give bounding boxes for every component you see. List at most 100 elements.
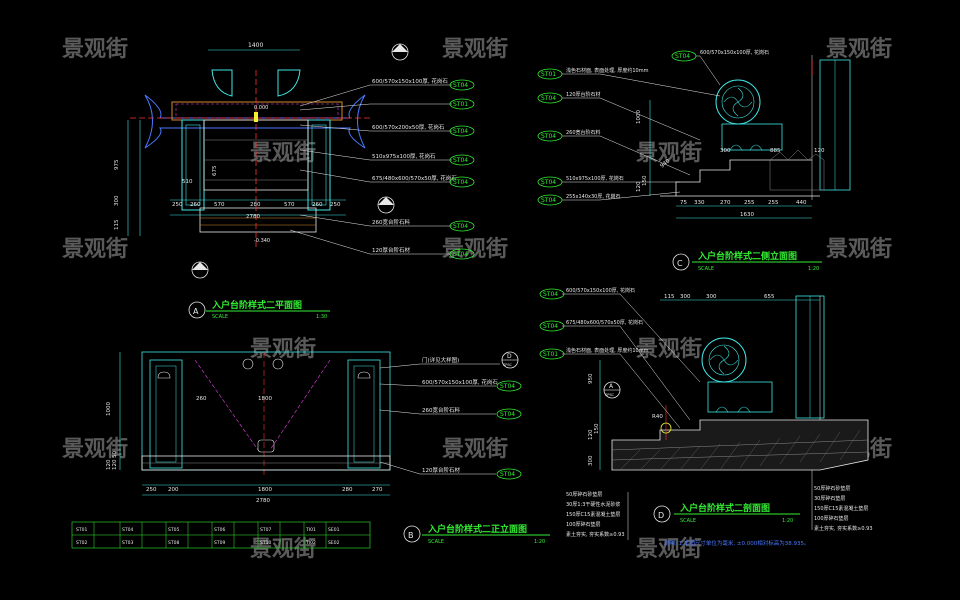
dim-b-top2: 1800 [258, 396, 272, 402]
material-tag: ST04 [453, 128, 468, 135]
watermark: 景观街 [636, 536, 702, 562]
scale-value: 1:20 [782, 518, 793, 524]
view-title: 入户台阶样式二侧立面图 [697, 250, 797, 262]
layer-label: 30厚碎石垫层 [814, 495, 845, 502]
view-title-b: B 入户台阶样式二正立面图 SCALE 1:20 [403, 523, 550, 545]
callout-text: 675/480x600/570x50厚, 花岗石 [372, 174, 457, 182]
view-d-section: 115 300 300 655 950 120 150 300 R40 A SP… [539, 287, 873, 547]
dim-b-h1: 1000 [106, 402, 112, 416]
watermark: 景观街 [442, 36, 508, 62]
section-marker-a-ref[interactable]: A SPSC [603, 381, 621, 399]
watermark: 景观街 [62, 236, 128, 262]
callout-text: 120厚台阶石材 [422, 466, 460, 474]
section-marker-d-ref[interactable]: D SPSC [501, 351, 519, 369]
material-tag: ST04 [500, 411, 515, 418]
callout-text: 浅色石材面, 表面处理, 厚度约10mm [566, 347, 649, 354]
watermark: 景观街 [826, 36, 892, 62]
elevation-a-1: -0.340 [254, 238, 270, 244]
legend-cell: ST04 [122, 527, 133, 533]
dim-b-d5: 270 [372, 487, 383, 493]
scale-word: SCALE [680, 518, 696, 524]
scale-word: SCALE [698, 266, 714, 272]
dim-d-h1: 950 [588, 373, 594, 384]
dim-d-h4: 300 [588, 455, 594, 466]
legend-cell: ST01 [76, 527, 87, 533]
material-tag: ST04 [453, 82, 468, 89]
dim-a-v3: 115 [114, 219, 120, 230]
callout-text: 260宽台阶石料 [422, 406, 460, 414]
callout-text: 浅色石材面, 表面处理, 厚度约10mm [566, 67, 649, 74]
scale-value: 1:30 [316, 314, 327, 320]
material-tag: ST04 [500, 471, 515, 478]
callout-text: 120厚台阶石材 [372, 246, 410, 254]
material-tag: ST01 [543, 351, 558, 358]
watermark: 景观街 [250, 336, 316, 362]
scale-word: SCALE [428, 539, 444, 545]
view-letter: A [193, 307, 199, 316]
view-c-side-elevation: 75 330 270 255 255 440 1630 1000 120 150… [537, 49, 851, 272]
view-letter: B [408, 531, 414, 540]
layer-label: 100厚碎石垫层 [566, 521, 601, 528]
watermark: 景观街 [250, 536, 316, 562]
legend-cell: ST08 [168, 540, 179, 546]
dim-a-v5: 675 [212, 165, 218, 176]
dim-b-h2: 120 [106, 459, 112, 470]
layer-label: 50厚碎石砂垫层 [814, 485, 850, 492]
dim-a-v4: 510 [182, 179, 193, 185]
watermark: 景观街 [442, 436, 508, 462]
callout-text: 255x140x30厚, 花岗石 [566, 193, 621, 200]
watermark: 景观街 [442, 236, 508, 262]
dim-d-h3: 150 [594, 423, 600, 434]
scale-word: SCALE [212, 314, 228, 320]
view-a-plan: 1400 250 260 570 280 570 260 250 2780 97… [114, 42, 475, 320]
dim-c-h3: 150 [642, 175, 648, 186]
callout-text: 600/570x150x100厚, 花岗石 [566, 287, 635, 294]
material-tag: ST04 [541, 95, 556, 102]
dim-b-h3: 120 [112, 459, 118, 470]
dim-c-w2: 885 [770, 148, 781, 154]
callout-text: 510x975x100厚, 花岗石 [372, 152, 436, 160]
view-letter: D [658, 511, 664, 520]
view-title: 入户台阶样式二剖面图 [679, 502, 770, 514]
dim-a-b1: 250 [172, 202, 183, 208]
dim-a-b4: 280 [250, 202, 261, 208]
dim-c-d3: 270 [720, 200, 731, 206]
view-title-d: D 入户台阶样式二剖面图 SCALE 1:20 [653, 502, 800, 524]
dim-d-d1: 115 [664, 294, 675, 300]
callout-text: 600/570x150x100厚, 花岗石 [700, 49, 769, 56]
view-letter: C [677, 259, 683, 268]
dim-a-v2: 300 [114, 195, 120, 206]
view-title-c: C 入户台阶样式二侧立面图 SCALE 1:20 [672, 250, 822, 272]
layer-label: 150厚C15素混凝土垫层 [814, 505, 868, 512]
watermark-layer: 景观街 景观街 景观街 景观街 景观街 景观街 景观街 景观街 景观街 景观街 … [62, 36, 892, 562]
section-marker-c[interactable]: C [377, 196, 395, 214]
dim-c-d5: 255 [768, 200, 779, 206]
legend-cell: SE01 [328, 527, 340, 533]
section-marker-d[interactable]: D [191, 261, 209, 279]
dim-a-b5: 570 [284, 202, 295, 208]
layer-label: 50厚碎石砂垫层 [566, 491, 602, 498]
dim-b-top1: 260 [196, 396, 207, 402]
callout-text: 260宽台阶石料 [372, 218, 410, 226]
watermark: 景观街 [826, 236, 892, 262]
layer-label: 100厚碎石垫层 [814, 515, 849, 522]
legend-cell: ST06 [214, 527, 225, 533]
view-title: 入户台阶样式二正立面图 [427, 523, 527, 535]
section-marker-letter: B [397, 53, 401, 60]
dim-d-d2: 300 [680, 294, 691, 300]
material-tag: ST04 [675, 53, 690, 60]
legend-cell: ST03 [122, 540, 133, 546]
section-marker-b[interactable]: B [391, 43, 409, 61]
material-tag: ST04 [453, 223, 468, 230]
material-tag: ST01 [541, 71, 556, 78]
material-legend-table: ST01 ST04 ST05 ST06 ST07 TI01 SE01 ST02 … [71, 521, 371, 549]
scale-value: 1:20 [808, 266, 819, 272]
layer-label: 素土夯实, 夯实系数≥0.93 [814, 525, 873, 532]
watermark: 景观街 [62, 436, 128, 462]
dim-c-d1: 75 [680, 200, 687, 206]
watermark: 景观街 [250, 140, 316, 166]
legend-cell: ST09 [214, 540, 225, 546]
section-ref: SPSC [503, 363, 513, 367]
scale-value: 1:20 [534, 539, 545, 545]
material-tag: ST01 [453, 101, 468, 108]
